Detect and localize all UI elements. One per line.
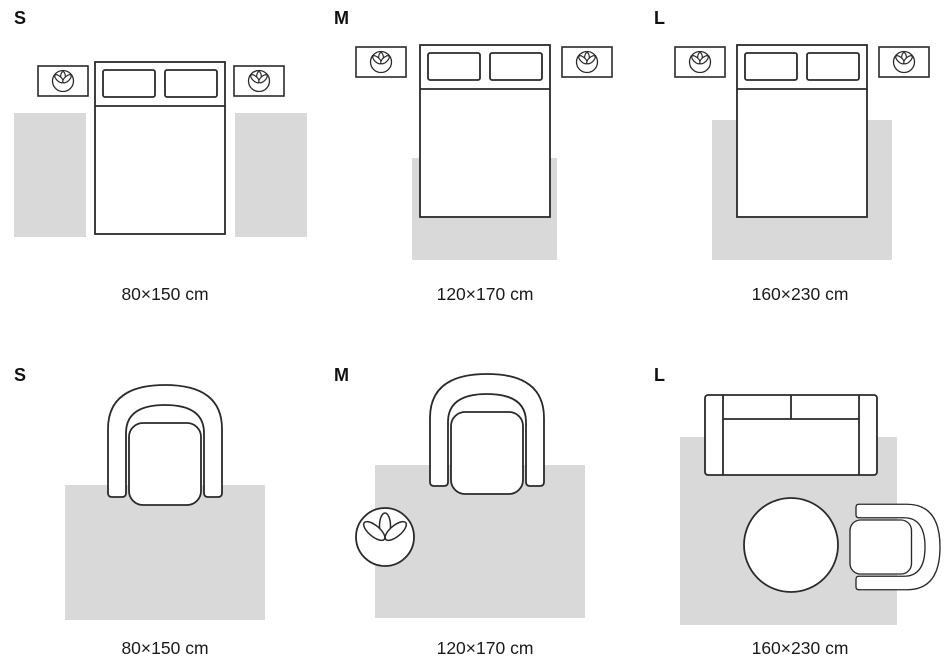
bedroom-s-diagram — [14, 61, 307, 237]
size-caption: 120×170 cm — [436, 284, 534, 304]
rug-left — [14, 113, 86, 237]
nightstand-plant-icon — [233, 65, 285, 97]
armchair — [849, 503, 941, 591]
plant-in-circle-icon — [355, 507, 415, 567]
nightstand-plant-icon — [674, 46, 726, 78]
armchair — [429, 373, 545, 495]
size-label: L — [654, 365, 666, 385]
size-caption: 160×230 cm — [751, 284, 849, 304]
panel-living-l: L 160×230 cm — [650, 365, 950, 665]
nightstand-plant-icon — [37, 65, 89, 97]
size-caption: 120×170 cm — [436, 638, 534, 658]
bedroom-l-diagram — [674, 44, 930, 260]
size-label: S — [14, 365, 27, 385]
bed — [736, 44, 868, 218]
living-l-diagram — [680, 394, 941, 625]
size-caption: 160×230 cm — [751, 638, 849, 658]
size-label: S — [14, 8, 27, 28]
size-label: L — [654, 8, 666, 28]
bed — [419, 44, 551, 218]
size-label: M — [334, 8, 350, 28]
nightstand-plant-icon — [355, 46, 407, 78]
rug — [65, 485, 265, 620]
panel-living-s: S 80×150 cm — [10, 365, 320, 665]
bedroom-m-diagram — [355, 44, 613, 260]
armchair — [107, 384, 223, 506]
bed — [94, 61, 226, 235]
size-label: M — [334, 365, 350, 385]
living-s-diagram — [65, 384, 265, 620]
sofa — [704, 394, 878, 476]
rug-right — [235, 113, 307, 237]
nightstand-plant-icon — [878, 46, 930, 78]
living-m-diagram — [355, 373, 585, 618]
size-caption: 80×150 cm — [121, 638, 209, 658]
panel-living-m: M 120×170 cm — [330, 365, 640, 665]
panel-bedroom-s: S 80×150 cm — [10, 8, 320, 308]
panel-bedroom-m: M 120×170 cm — [330, 8, 640, 308]
size-caption: 80×150 cm — [121, 284, 209, 304]
nightstand-plant-icon — [561, 46, 613, 78]
coffee-table — [743, 497, 839, 593]
panel-bedroom-l: L 160×230 cm — [650, 8, 950, 308]
